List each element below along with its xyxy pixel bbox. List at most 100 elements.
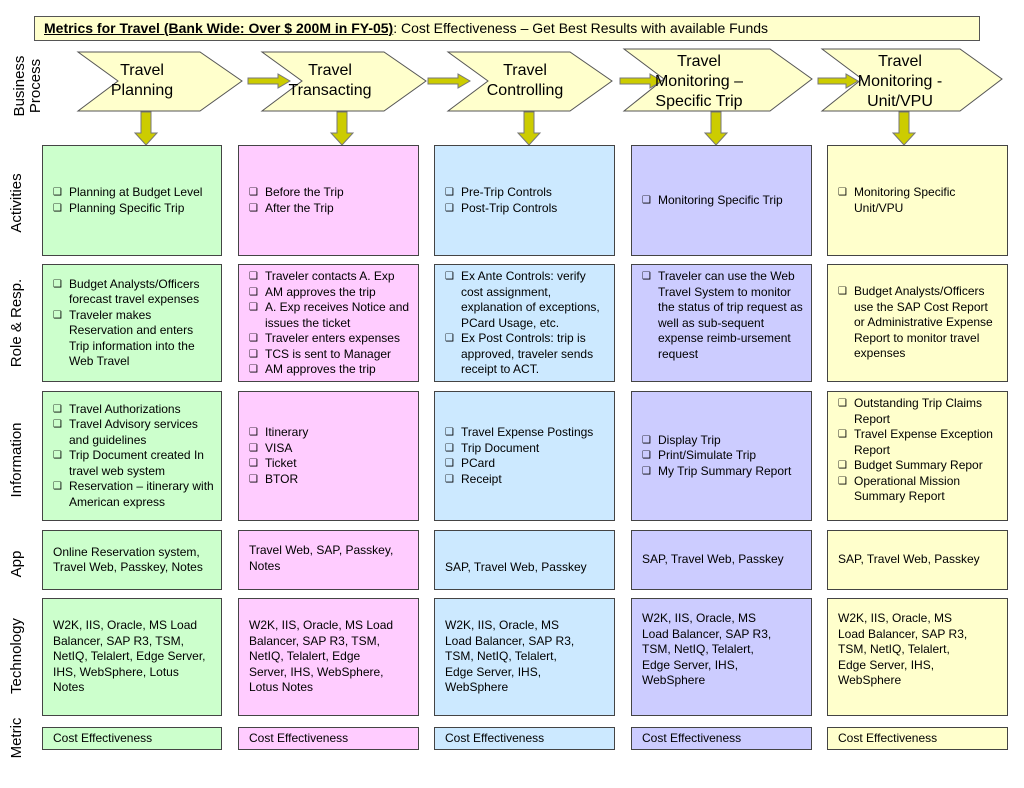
metric-cell-4: Cost Effectiveness	[631, 727, 812, 750]
process-chevron-4	[622, 48, 813, 112]
information-cell-4: Display Trip Print/Simulate Trip My Trip…	[631, 391, 812, 521]
technology-cell-2: W2K, IIS, Oracle, MS Load Balancer, SAP …	[238, 598, 419, 716]
role-list-2: Traveler contacts A. Exp AM approves the…	[249, 269, 412, 378]
activities-list-5: Monitoring Specific Unit/VPU	[838, 185, 1001, 216]
list-item: Trip Document	[445, 441, 608, 457]
metric-cell-2: Cost Effectiveness	[238, 727, 419, 750]
activities-cell-5: Monitoring Specific Unit/VPU	[827, 145, 1008, 256]
flow-arrow-2	[427, 73, 471, 89]
role-list-4: Traveler can use the Web Travel System t…	[642, 269, 805, 362]
list-item: Budget Summary Repor	[838, 458, 1001, 474]
flow-arrow-1	[247, 73, 291, 89]
activities-cell-4: Monitoring Specific Trip	[631, 145, 812, 256]
list-item: AM approves the trip	[249, 362, 412, 378]
list-item: My Trip Summary Report	[642, 464, 805, 480]
list-item: Itinerary	[249, 425, 412, 441]
role-cell-3: Ex Ante Controls: verify cost assignment…	[434, 264, 615, 382]
process-step-3: Travel Controlling	[486, 62, 564, 99]
app-cell-2: Travel Web, SAP, Passkey, Notes	[238, 530, 419, 590]
app-cell-1: Online Reservation system, Travel Web, P…	[42, 530, 222, 590]
list-item: VISA	[249, 441, 412, 457]
list-item: AM approves the trip	[249, 285, 412, 301]
list-item: Traveler enters expenses	[249, 331, 412, 347]
list-item: Receipt	[445, 472, 608, 488]
metric-text-4: Cost Effectiveness	[642, 730, 742, 745]
title-rest: : Cost Effectiveness – Get Best Results …	[393, 20, 769, 36]
information-list-3: Travel Expense Postings Trip Document PC…	[445, 425, 608, 487]
information-cell-3: Travel Expense Postings Trip Document PC…	[434, 391, 615, 521]
down-arrow-2	[329, 111, 355, 146]
activities-list-1: Planning at Budget Level Planning Specif…	[53, 185, 215, 216]
list-item: Traveler makes Reservation and enters Tr…	[53, 308, 215, 370]
list-item: Reservation – itinerary with American ex…	[53, 479, 215, 510]
list-item: Display Trip	[642, 433, 805, 449]
activities-cell-2: Before the Trip After the Trip	[238, 145, 419, 256]
list-item: TCS is sent to Manager	[249, 347, 412, 363]
role-cell-5: Budget Analysts/Officers use the SAP Cos…	[827, 264, 1008, 382]
metric-text-2: Cost Effectiveness	[249, 730, 349, 745]
list-item: Budget Analysts/Officers forecast travel…	[53, 277, 215, 308]
technology-text-3: W2K, IIS, Oracle, MS Load Balancer, SAP …	[445, 618, 575, 695]
technology-text-5: W2K, IIS, Oracle, MS Load Balancer, SAP …	[838, 611, 968, 687]
process-step-2: Travel Transacting	[288, 62, 372, 99]
list-item: Planning at Budget Level	[53, 185, 215, 201]
information-cell-2: Itinerary VISA Ticket BTOR	[238, 391, 419, 521]
activities-cell-3: Pre-Trip Controls Post-Trip Controls	[434, 145, 615, 256]
list-item: PCard	[445, 456, 608, 472]
app-cell-4: SAP, Travel Web, Passkey	[631, 530, 812, 590]
list-item: Operational Mission Summary Report	[838, 474, 1001, 505]
technology-cell-1: W2K, IIS, Oracle, MS Load Balancer, SAP …	[42, 598, 222, 716]
process-chevron-5	[820, 48, 1003, 112]
metric-cell-5: Cost Effectiveness	[827, 727, 1008, 750]
flow-arrow-3	[619, 73, 663, 89]
list-item: BTOR	[249, 472, 412, 488]
list-item: Travel Authorizations	[53, 402, 215, 418]
activities-list-3: Pre-Trip Controls Post-Trip Controls	[445, 185, 608, 216]
list-item: Print/Simulate Trip	[642, 448, 805, 464]
list-item: Post-Trip Controls	[445, 201, 608, 217]
technology-text-2: W2K, IIS, Oracle, MS Load Balancer, SAP …	[249, 618, 394, 695]
information-cell-1: Travel Authorizations Travel Advisory se…	[42, 391, 222, 521]
app-text-5: SAP, Travel Web, Passkey	[838, 552, 980, 567]
metric-text-3: Cost Effectiveness	[445, 730, 545, 745]
information-list-5: Outstanding Trip Claims Report Travel Ex…	[838, 396, 1001, 505]
metric-text-5: Cost Effectiveness	[838, 730, 938, 745]
list-item: Trip Document created In travel web syst…	[53, 448, 215, 479]
process-step-4: Travel Monitoring – Specific Trip	[654, 53, 744, 110]
list-item: Outstanding Trip Claims Report	[838, 396, 1001, 427]
information-list-1: Travel Authorizations Travel Advisory se…	[53, 402, 215, 511]
process-chevron-1	[76, 51, 243, 112]
role-list-3: Ex Ante Controls: verify cost assignment…	[445, 269, 608, 378]
down-arrow-5	[891, 111, 917, 146]
process-chevron-3	[446, 51, 613, 112]
down-arrow-1	[133, 111, 159, 146]
role-cell-2: Traveler contacts A. Exp AM approves the…	[238, 264, 419, 382]
technology-text-4: W2K, IIS, Oracle, MS Load Balancer, SAP …	[642, 611, 772, 687]
list-item: Monitoring Specific Unit/VPU	[838, 185, 1001, 216]
flow-arrow-4	[817, 73, 859, 89]
list-item: Traveler can use the Web Travel System t…	[642, 269, 805, 362]
role-cell-4: Traveler can use the Web Travel System t…	[631, 264, 812, 382]
list-item: Travel Advisory services and guidelines	[53, 417, 215, 448]
title-bold: Metrics for Travel (Bank Wide: Over $ 20…	[44, 20, 394, 36]
technology-cell-3: W2K, IIS, Oracle, MS Load Balancer, SAP …	[434, 598, 615, 716]
process-chevron-2	[260, 51, 427, 112]
app-text-3: SAP, Travel Web, Passkey	[445, 559, 587, 574]
app-cell-5: SAP, Travel Web, Passkey	[827, 530, 1008, 590]
metric-cell-3: Cost Effectiveness	[434, 727, 615, 750]
list-item: Traveler contacts A. Exp	[249, 269, 412, 285]
activities-cell-1: Planning at Budget Level Planning Specif…	[42, 145, 222, 256]
process-step-5: Travel Monitoring - Unit/VPU	[857, 53, 943, 110]
app-text-4: SAP, Travel Web, Passkey	[642, 552, 784, 567]
metric-cell-1: Cost Effectiveness	[42, 727, 222, 750]
list-item: A. Exp receives Notice and issues the ti…	[249, 300, 412, 331]
activities-list-4: Monitoring Specific Trip	[642, 193, 805, 209]
list-item: Ex Ante Controls: verify cost assignment…	[445, 269, 608, 331]
technology-cell-4: W2K, IIS, Oracle, MS Load Balancer, SAP …	[631, 598, 812, 716]
information-list-4: Display Trip Print/Simulate Trip My Trip…	[642, 433, 805, 480]
list-item: Before the Trip	[249, 185, 412, 201]
diagram-title: Metrics for Travel (Bank Wide: Over $ 20…	[34, 16, 980, 41]
list-item: After the Trip	[249, 201, 412, 217]
down-arrow-4	[703, 111, 729, 146]
role-list-1: Budget Analysts/Officers forecast travel…	[53, 277, 215, 370]
